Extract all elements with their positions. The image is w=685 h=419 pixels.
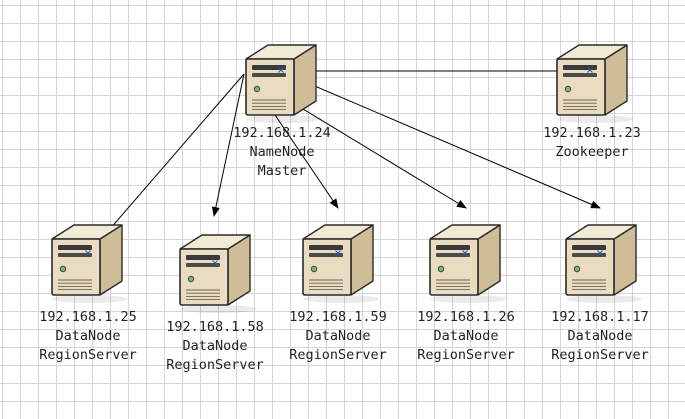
server-icons bbox=[51, 44, 642, 313]
arrow-master-to-rs2 bbox=[211, 73, 245, 217]
rs5-server-icon bbox=[565, 224, 642, 303]
rs2-service: RegionServer bbox=[166, 357, 264, 373]
zookeeper-role: Zookeeper bbox=[555, 144, 629, 160]
rs3-connector-x-icon bbox=[335, 250, 341, 256]
rs2-ip: 192.168.1.58 bbox=[166, 319, 264, 335]
rs3-server-icon bbox=[302, 224, 379, 303]
rs3-label: 192.168.1.59 DataNode RegionServer bbox=[278, 308, 398, 365]
rs2-connector-x-icon bbox=[212, 260, 218, 266]
rs5-service: RegionServer bbox=[551, 347, 649, 363]
rs1-connector-x-icon bbox=[85, 250, 91, 256]
rs2-role: DataNode bbox=[182, 338, 248, 354]
rs3-role: DataNode bbox=[305, 328, 371, 344]
rs5-role: DataNode bbox=[567, 328, 633, 344]
rs3-ip: 192.168.1.59 bbox=[289, 309, 387, 325]
rs4-ip: 192.168.1.26 bbox=[417, 309, 515, 325]
rs1-label: 192.168.1.25 DataNode RegionServer bbox=[28, 308, 148, 365]
rs4-connector-x-icon bbox=[462, 250, 468, 256]
rs4-role: DataNode bbox=[433, 328, 499, 344]
arrow-master-to-rs1 bbox=[89, 73, 245, 253]
rs4-service: RegionServer bbox=[417, 347, 515, 363]
master-server-icon bbox=[245, 44, 322, 123]
zookeeper-label: 192.168.1.23 Zookeeper bbox=[532, 124, 652, 162]
master-label: 192.168.1.24 NameNode Master bbox=[222, 124, 342, 181]
rs1-role: DataNode bbox=[55, 328, 121, 344]
master-role: NameNode bbox=[249, 144, 315, 160]
master-connector-x-icon bbox=[278, 67, 284, 73]
rs1-server-icon bbox=[51, 224, 128, 303]
rs5-connector-x-icon bbox=[597, 250, 603, 256]
rs1-ip: 192.168.1.25 bbox=[39, 309, 137, 325]
arrow-master-to-rs5 bbox=[281, 71, 601, 209]
zookeeper-ip: 192.168.1.23 bbox=[543, 125, 641, 141]
rs2-label: 192.168.1.58 DataNode RegionServer bbox=[155, 318, 275, 375]
zookeeper-connector-x-icon bbox=[587, 67, 593, 73]
zookeeper-server-icon bbox=[556, 44, 633, 123]
rs4-server-icon bbox=[429, 224, 506, 303]
rs3-service: RegionServer bbox=[289, 347, 387, 363]
rs5-label: 192.168.1.17 DataNode RegionServer bbox=[540, 308, 660, 365]
rs1-service: RegionServer bbox=[39, 347, 137, 363]
rs4-label: 192.168.1.26 DataNode RegionServer bbox=[406, 308, 526, 365]
rs5-ip: 192.168.1.17 bbox=[551, 309, 649, 325]
rs2-server-icon bbox=[179, 234, 256, 313]
master-ip: 192.168.1.24 bbox=[233, 125, 331, 141]
master-service: Master bbox=[257, 163, 307, 179]
